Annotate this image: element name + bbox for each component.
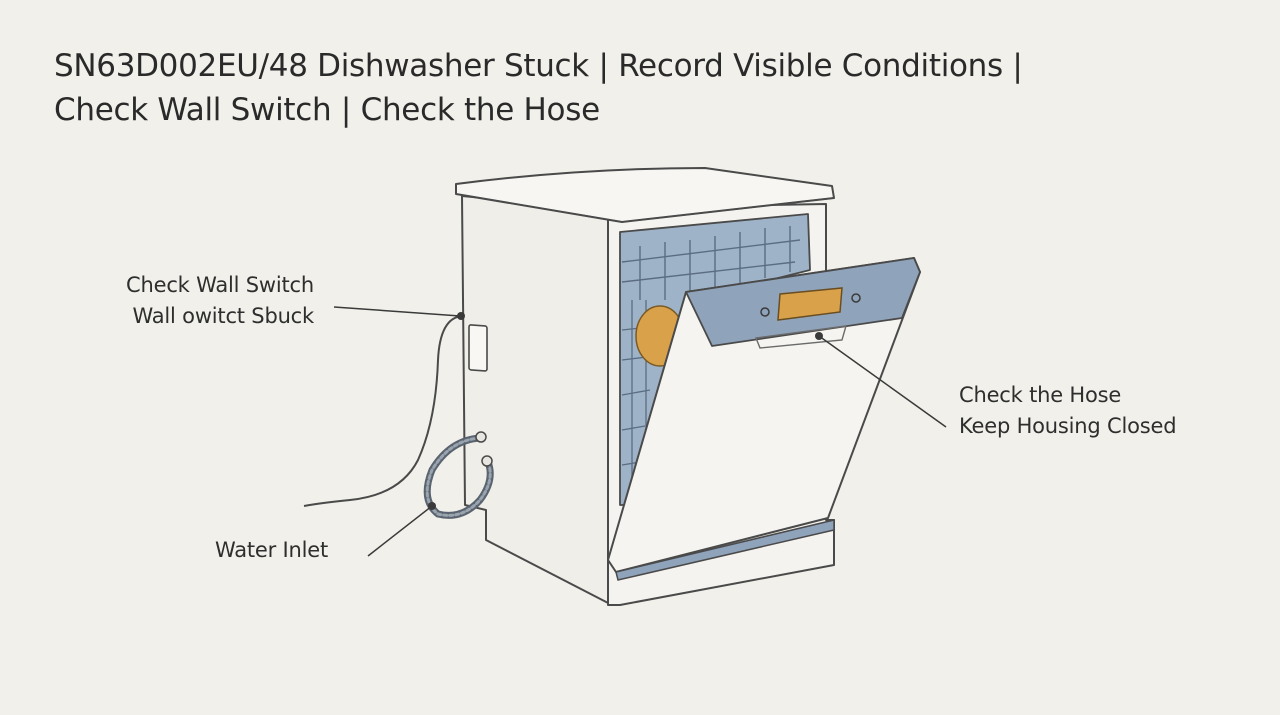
callout-hose-line-1: Check the Hose — [959, 383, 1122, 407]
wall-switch — [468, 324, 488, 372]
callout-water-inlet-line-1: Water Inlet — [215, 538, 329, 562]
title-line-1: SN63D002EU/48 Dishwasher Stuck | Record … — [54, 48, 1023, 84]
title-line-2: Check Wall Switch | Check the Hose — [54, 92, 600, 128]
kick-plate — [615, 519, 835, 581]
display-panel — [777, 287, 843, 321]
door-handle — [755, 325, 847, 349]
callout-wall-switch: Check Wall Switch Wall owitct Sbuck — [110, 270, 314, 332]
callout-wall-switch-line-1: Check Wall Switch — [126, 273, 314, 297]
hose-fitting-lower — [481, 455, 493, 467]
cabinet-side-panel — [461, 195, 613, 606]
leader-line-hose — [818, 335, 947, 428]
callout-wall-switch-line-2: Wall owitct Sbuck — [132, 304, 315, 328]
callout-hose: Check the Hose Keep Housing Closed — [959, 380, 1259, 442]
callout-hose-line-2: Keep Housing Closed — [959, 414, 1177, 438]
hose-fitting-upper — [475, 431, 487, 443]
leader-line-water-inlet — [367, 505, 433, 557]
control-knob-right — [851, 293, 861, 303]
control-knob-left — [760, 307, 770, 317]
power-cord — [303, 315, 463, 507]
page-title: SN63D002EU/48 Dishwasher Stuck | Record … — [54, 44, 1054, 132]
callout-water-inlet: Water Inlet — [215, 535, 375, 566]
leader-line-wall-switch — [333, 306, 461, 317]
